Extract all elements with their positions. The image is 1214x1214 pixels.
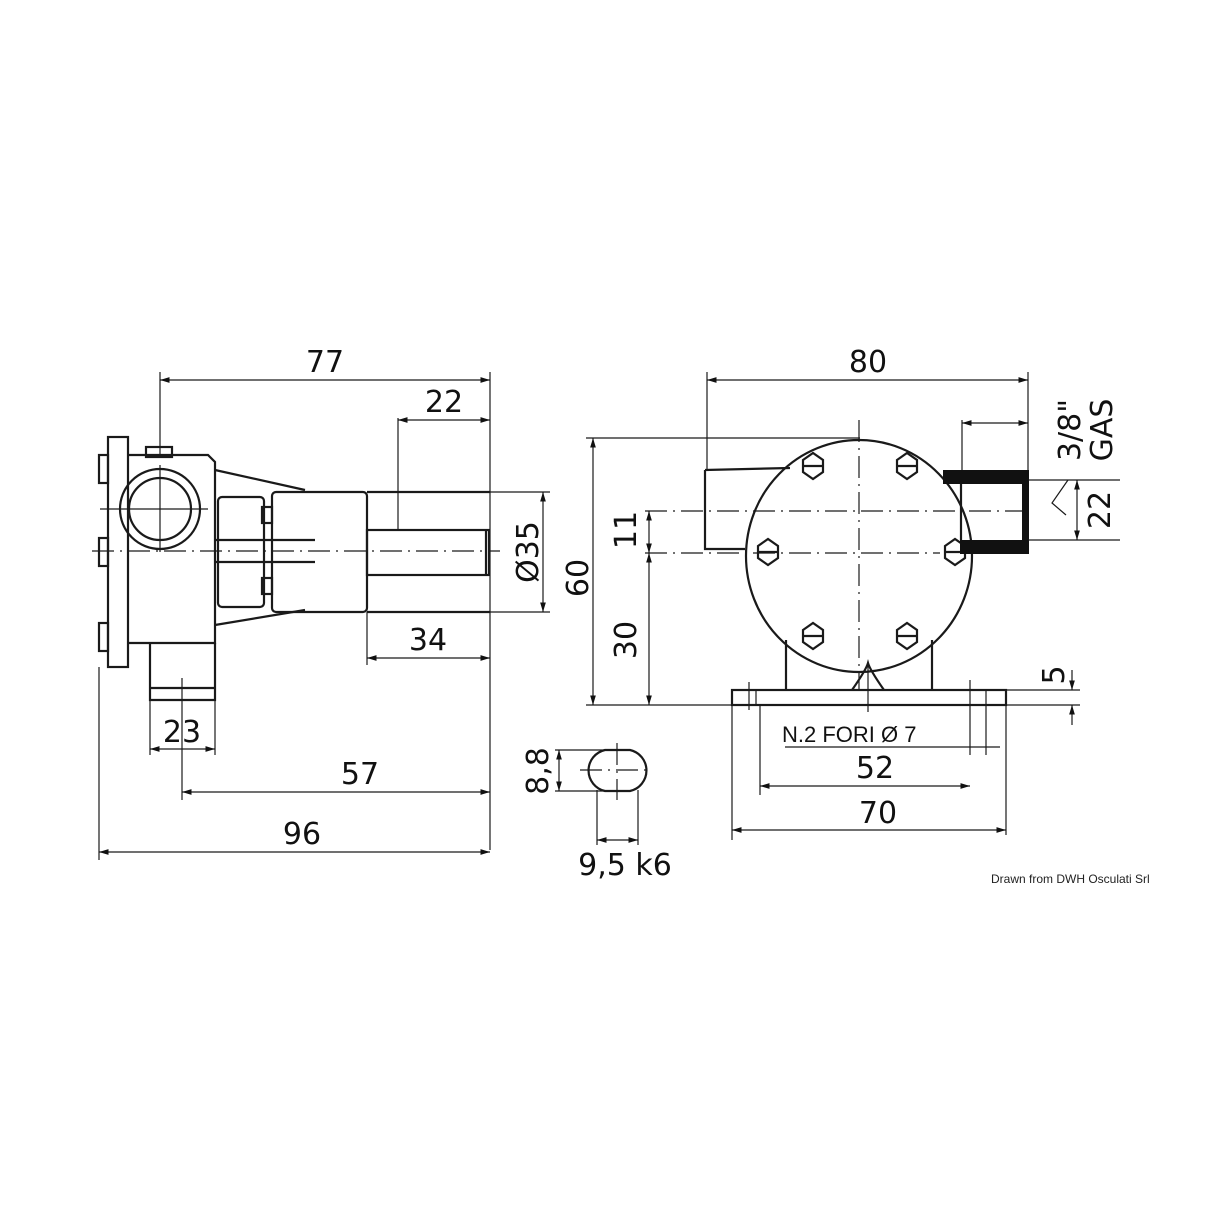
dim-8-8: 8,8 bbox=[521, 747, 556, 795]
dim-96: 96 bbox=[283, 817, 321, 852]
dim-port-type: GAS bbox=[1085, 399, 1120, 462]
dim-11: 11 bbox=[609, 511, 644, 549]
outlet-port bbox=[943, 470, 1028, 484]
dim-34: 34 bbox=[409, 623, 447, 658]
dim-22-shaft: 22 bbox=[425, 385, 463, 420]
dim-77: 77 bbox=[306, 345, 344, 380]
dim-dia-35: Ø35 bbox=[511, 521, 546, 583]
dim-9-5-k6: 9,5 k6 bbox=[578, 848, 672, 883]
base-plate bbox=[730, 688, 1008, 707]
holes-note: N.2 FORI Ø 7 bbox=[782, 722, 916, 747]
credit-text: Drawn from DWH Osculati Srl bbox=[991, 872, 1150, 886]
front-view: 80 3/8" GAS 22 60 11 30 5 N.2 FORI Ø 7 bbox=[561, 345, 1120, 840]
dim-80: 80 bbox=[849, 345, 887, 380]
dim-5: 5 bbox=[1037, 665, 1072, 684]
shaft-section-profile bbox=[587, 748, 648, 793]
dim-70: 70 bbox=[859, 796, 897, 831]
dim-57: 57 bbox=[341, 757, 379, 792]
cover-screws bbox=[756, 451, 967, 651]
dim-52: 52 bbox=[856, 751, 894, 786]
dim-22-port: 22 bbox=[1083, 491, 1118, 529]
side-view: 77 22 Ø35 34 23 57 96 bbox=[92, 345, 550, 860]
dim-port-size: 3/8" bbox=[1053, 399, 1088, 461]
dim-23: 23 bbox=[163, 715, 201, 750]
dim-60: 60 bbox=[561, 559, 596, 597]
motor-housing bbox=[270, 490, 369, 614]
shaft-section: 8,8 9,5 k6 bbox=[521, 743, 672, 883]
dim-30: 30 bbox=[609, 621, 644, 659]
shaft bbox=[365, 528, 491, 577]
pump-body bbox=[128, 453, 217, 645]
flange-plate bbox=[106, 435, 130, 669]
